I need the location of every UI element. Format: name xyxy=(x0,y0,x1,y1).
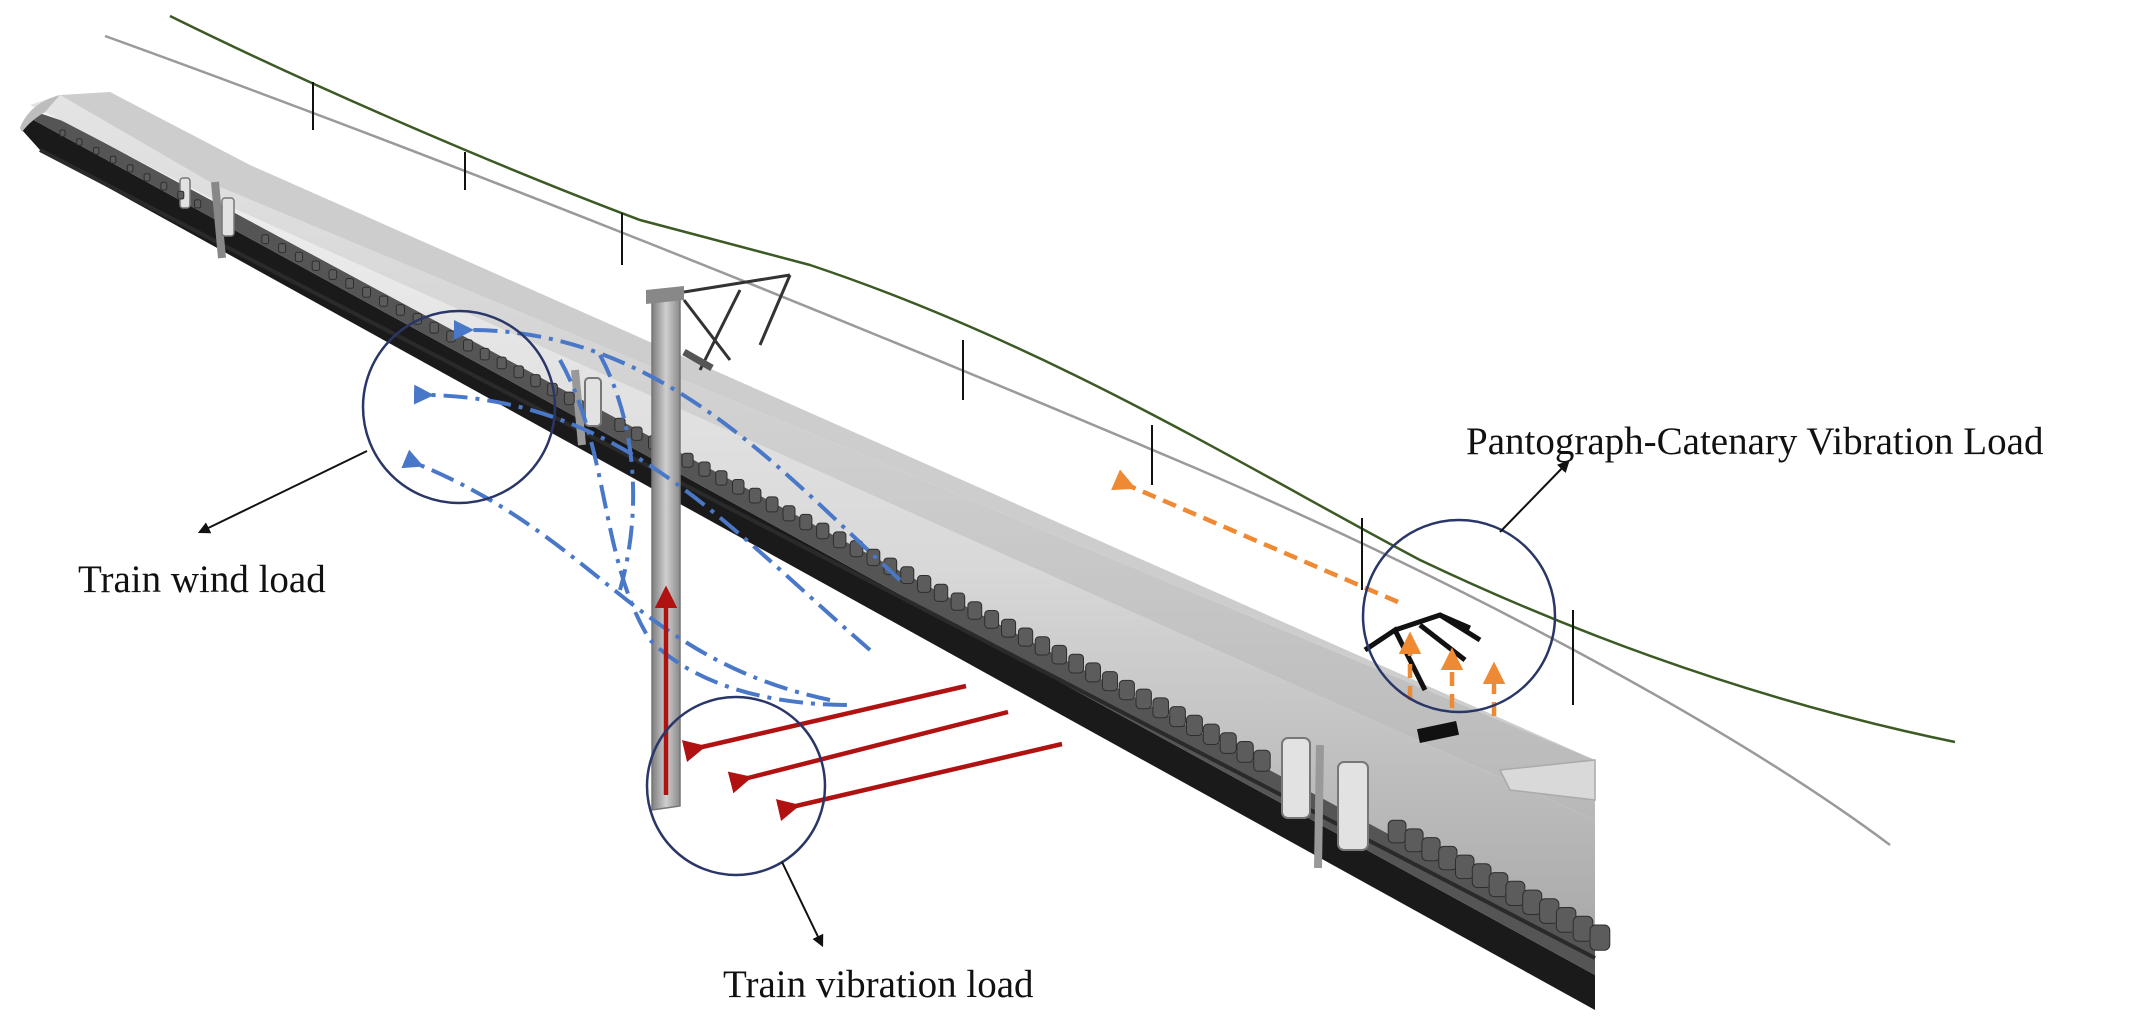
train-window xyxy=(1017,627,1034,647)
train-window xyxy=(177,190,185,200)
train-window xyxy=(681,452,694,468)
train-window xyxy=(715,470,728,486)
high-speed-train xyxy=(20,92,1596,1010)
train-window xyxy=(1118,679,1135,701)
pantograph-load-callout-circle xyxy=(1361,518,1557,714)
train-window xyxy=(984,610,1000,629)
train-window xyxy=(446,330,456,343)
train-window xyxy=(1471,863,1492,888)
train-window xyxy=(950,592,966,611)
train-wind-load-label: Train wind load xyxy=(78,558,326,601)
pantograph-catenary-load-label: Pantograph-Catenary Vibration Load xyxy=(1466,420,2044,463)
train-window xyxy=(1186,714,1203,736)
train-window xyxy=(1488,872,1509,898)
pantograph-vibration-arrows xyxy=(1111,469,1506,716)
train-vibration-load-label: Train vibration load xyxy=(723,963,1034,1006)
train-window xyxy=(463,339,473,352)
train-window xyxy=(479,347,490,361)
catenary-mast xyxy=(646,273,792,811)
train-window xyxy=(126,164,134,173)
train-window xyxy=(160,181,168,191)
train-window xyxy=(967,601,983,620)
train-window xyxy=(1421,837,1441,862)
train-window xyxy=(563,391,575,406)
train-window xyxy=(76,138,83,146)
train-window xyxy=(1169,706,1186,728)
train-window xyxy=(900,566,915,584)
train-window xyxy=(109,155,117,164)
train-window xyxy=(1085,662,1101,683)
train-window xyxy=(530,374,541,388)
train-window xyxy=(1135,688,1152,710)
train-window xyxy=(799,513,813,531)
train-window xyxy=(194,199,202,209)
train-window xyxy=(345,278,354,289)
wind-load-callout-circle xyxy=(361,309,557,505)
train-window xyxy=(1101,671,1119,692)
train-window xyxy=(782,505,796,522)
rail-line xyxy=(104,34,1891,847)
train-window xyxy=(143,173,151,182)
train-window xyxy=(278,243,287,254)
vibration-load-callout-circle xyxy=(645,695,827,877)
train-window xyxy=(748,487,762,504)
train-window xyxy=(1068,653,1085,674)
train-window xyxy=(311,260,321,271)
train-window xyxy=(328,269,338,280)
train-window xyxy=(698,461,711,477)
train-window xyxy=(261,234,270,245)
train-window xyxy=(294,251,304,263)
train-window xyxy=(1202,723,1220,745)
train-window xyxy=(379,295,389,307)
catenary-droppers xyxy=(312,82,1574,705)
train-window xyxy=(395,304,405,316)
train-window xyxy=(1001,618,1017,638)
train-window xyxy=(933,583,949,602)
train-window xyxy=(732,479,745,495)
train-window xyxy=(513,365,524,379)
train-window xyxy=(1387,819,1407,844)
train-window xyxy=(1219,732,1237,754)
leader-lines xyxy=(197,450,1570,948)
train-window xyxy=(631,426,643,441)
train-window xyxy=(765,496,779,513)
train-window xyxy=(496,356,507,370)
train-window xyxy=(1404,828,1424,853)
train-window xyxy=(832,531,847,549)
train-window xyxy=(93,147,100,155)
train-window xyxy=(614,417,626,432)
train-window xyxy=(1051,644,1068,665)
train-window xyxy=(1522,889,1543,915)
train-window xyxy=(1438,845,1458,871)
train-window xyxy=(59,129,66,137)
train-window xyxy=(1455,854,1475,880)
train-window xyxy=(917,575,932,593)
train-window xyxy=(362,286,372,298)
train-window xyxy=(1253,749,1271,772)
train-window xyxy=(1589,924,1611,951)
train-window xyxy=(1034,636,1051,656)
train-vibration-arrows xyxy=(654,585,1063,822)
train-window xyxy=(1236,741,1254,763)
catenary-wire xyxy=(169,14,1956,744)
train-window xyxy=(816,522,830,540)
train-window xyxy=(1505,880,1526,906)
train-windows xyxy=(59,129,1611,951)
train-window xyxy=(429,321,439,334)
train-window xyxy=(1152,697,1170,719)
